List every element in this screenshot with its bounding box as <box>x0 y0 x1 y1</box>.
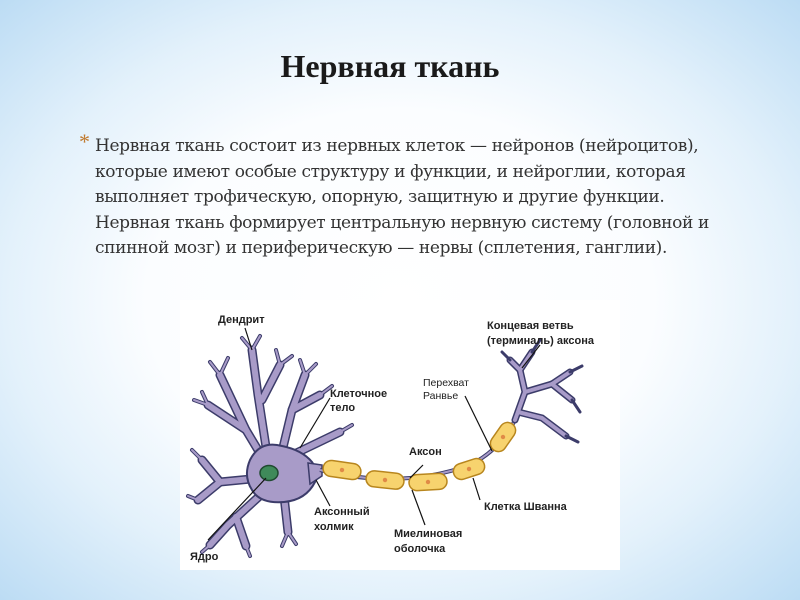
axon-hillock <box>307 462 323 486</box>
label-nucleus: Ядро <box>190 551 219 563</box>
label-schwann: Клетка Шванна <box>484 501 568 513</box>
label-terminal-line-1: Концевая ветвь <box>487 320 574 332</box>
label-myelin-line-1: Миелиновая <box>394 528 462 540</box>
label-ranvier-line-1: Перехват <box>423 377 469 389</box>
slide-title: Нервная ткань <box>280 48 500 84</box>
cell-body <box>246 443 317 504</box>
label-myelin-line-2: оболочка <box>394 543 446 555</box>
label-dendrite: Дендрит <box>218 314 265 326</box>
label-terminal-line-2: (терминаль) аксона <box>487 335 595 347</box>
label-axon: Аксон <box>409 446 442 458</box>
label-hillock-line-1: Аксонный <box>314 506 370 518</box>
pointer-lines <box>207 327 541 541</box>
label-cell-body-line-2: тело <box>330 402 355 414</box>
neuron-diagram: Дендрит Концевая ветвь (терминаль) аксон… <box>180 300 620 570</box>
axon-terminal <box>500 338 584 444</box>
nucleus <box>259 464 279 482</box>
body-paragraph: Нервная ткань состоит из нервных клеток … <box>95 136 709 259</box>
myelin-sheath <box>322 421 517 492</box>
label-ranvier-line-2: Ранвье <box>423 390 458 402</box>
bullet-marker: * <box>79 129 90 154</box>
label-hillock-line-2: холмик <box>314 521 354 533</box>
neuron-diagram-svg: Дендрит Концевая ветвь (терминаль) аксон… <box>186 314 595 563</box>
label-cell-body-line-1: Клеточное <box>330 388 387 400</box>
